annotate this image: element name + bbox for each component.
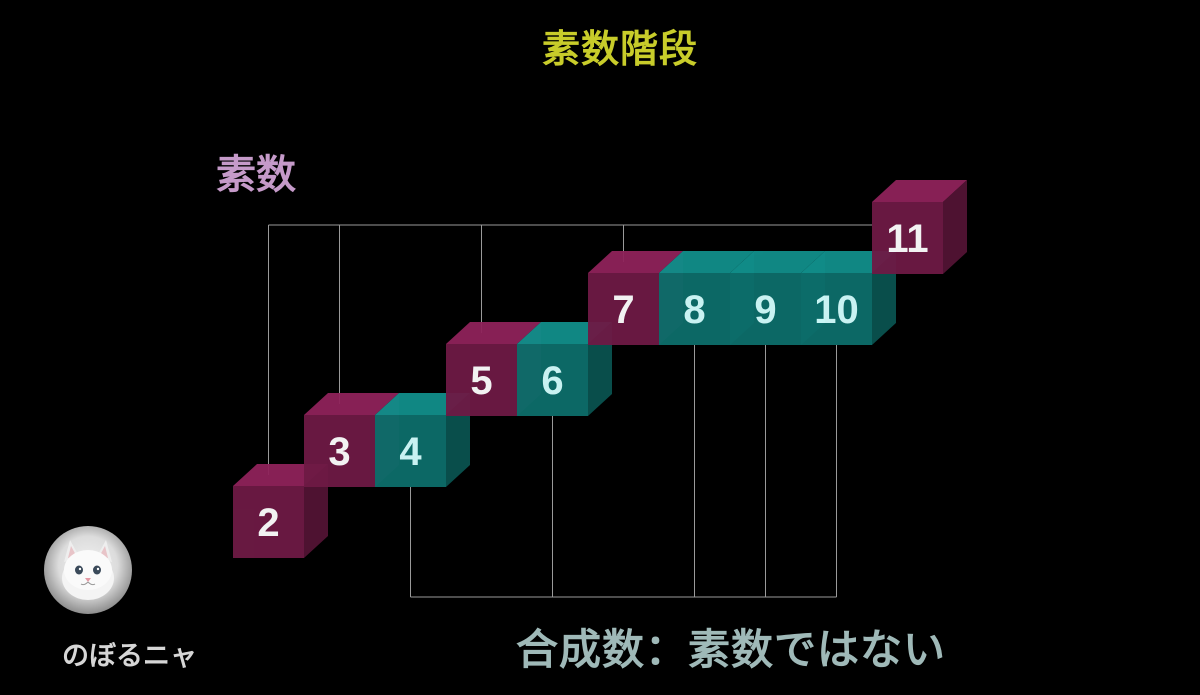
cube-number-label: 6 bbox=[541, 359, 563, 403]
cube-number-label: 2 bbox=[257, 501, 279, 545]
cube-front-face bbox=[801, 273, 872, 345]
cube-top-face bbox=[872, 180, 967, 202]
connector-lines bbox=[268, 224, 872, 598]
cube-front-face bbox=[872, 202, 943, 274]
cube-top-face bbox=[730, 251, 825, 273]
cube-top-face bbox=[446, 322, 541, 344]
cube-front-face bbox=[730, 273, 801, 345]
cube-9: 9 bbox=[730, 251, 825, 345]
cube-4: 4 bbox=[375, 393, 470, 487]
cube-number-label: 3 bbox=[328, 430, 350, 474]
cube-front-face bbox=[517, 344, 588, 416]
cube-top-face bbox=[588, 251, 683, 273]
cube-side-face bbox=[872, 251, 896, 345]
cube-5: 5 bbox=[446, 322, 541, 416]
cube-side-face bbox=[304, 464, 328, 558]
cube-number-label: 10 bbox=[814, 288, 859, 332]
white-kitten-icon bbox=[62, 540, 114, 600]
slide-title: 素数階段 bbox=[541, 27, 698, 71]
cube-number-label: 8 bbox=[683, 288, 705, 332]
cube-staircase: 2 3 4 5 6 7 8 9 10 11 bbox=[233, 180, 967, 558]
cube-front-face bbox=[659, 273, 730, 345]
cube-number-label: 7 bbox=[612, 288, 634, 332]
cube-number-label: 4 bbox=[399, 430, 422, 474]
cube-front-face bbox=[588, 273, 659, 345]
cube-11: 11 bbox=[872, 180, 967, 274]
cube-side-face bbox=[446, 393, 470, 487]
cube-2: 2 bbox=[233, 464, 328, 558]
cube-number-label: 11 bbox=[886, 217, 928, 261]
cube-front-face bbox=[375, 415, 446, 487]
author-name: のぼるニャ bbox=[62, 641, 197, 672]
cube-side-face bbox=[943, 180, 967, 274]
cube-top-face bbox=[304, 393, 399, 415]
cube-number-label: 9 bbox=[754, 288, 776, 332]
cube-front-face bbox=[233, 486, 304, 558]
prime-label: 素数 bbox=[216, 152, 296, 198]
cube-front-face bbox=[446, 344, 517, 416]
cube-side-face bbox=[588, 322, 612, 416]
cube-number-label: 5 bbox=[470, 359, 492, 403]
composite-label: 合成数：素数ではない bbox=[516, 625, 947, 674]
author-avatar bbox=[44, 526, 132, 614]
cube-top-face bbox=[659, 251, 754, 273]
cube-front-face bbox=[304, 415, 375, 487]
